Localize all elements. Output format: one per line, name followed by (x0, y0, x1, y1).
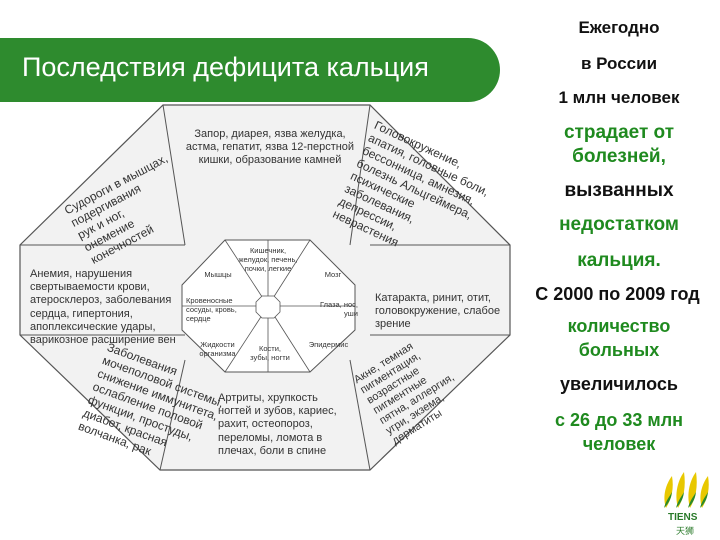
center-octagon (255, 295, 281, 319)
right-line-8: кальция. (577, 250, 661, 271)
divider-line (162, 104, 186, 246)
right-line-10: количество (567, 316, 671, 336)
right-line-14: человек (582, 434, 656, 454)
page-title: Последствия дефицита кальция (22, 52, 429, 82)
inner-epidermis-label: Эпидермис (308, 340, 349, 349)
right-line-13: с 26 до 33 млн (554, 410, 684, 430)
tiens-logo-icon (664, 472, 709, 508)
inner-brain-label: Мозг (324, 270, 342, 279)
inner-spoke (267, 239, 311, 307)
right-line-1: Ежегодно (578, 18, 660, 37)
inner-organs-label: Кишечник, желудок, печень, почки, легкие (238, 246, 298, 273)
inner-spoke (224, 239, 269, 307)
right-line-5: болезней, (572, 146, 666, 167)
inner-eyes-label: Глаза, нос, уши (319, 300, 358, 318)
sector-bottom-text: Артриты, хрупкость ногтей и зубов, карие… (218, 392, 337, 457)
sector-right-text: Катаракта, ринит, отит, головокружение, … (375, 292, 501, 331)
inner-muscles-label: Мышцы (204, 270, 232, 279)
sector-top-text: Запор, диарея, язва желудка, астма, гепа… (185, 128, 355, 167)
inner-bones-label: Кости, зубы, ногти (250, 344, 290, 362)
divider-line (349, 359, 371, 471)
right-line-11: больных (578, 340, 660, 360)
right-line-9: С 2000 по 2009 год (535, 284, 700, 304)
divider-line (349, 104, 371, 246)
sector-left-text: Анемия, нарушения свертываемости крови, … (30, 268, 176, 346)
right-line-4: страдает от (563, 122, 674, 143)
logo-text: TIENS (668, 512, 698, 523)
inner-blood-label: Кровеносные сосуды, кровь, сердце (186, 296, 237, 323)
right-line-2: в России (580, 54, 658, 73)
divider-line (159, 359, 186, 471)
right-line-12: увеличилось (560, 374, 678, 394)
inner-fluids-label: Жидкости организма (199, 340, 236, 358)
right-line-6: вызванных (564, 180, 674, 201)
right-line-3: 1 млн человек (558, 88, 680, 107)
right-line-7: недостатком (559, 214, 679, 235)
logo-subtext: 天狮 (676, 526, 695, 536)
title-banner (0, 38, 500, 102)
